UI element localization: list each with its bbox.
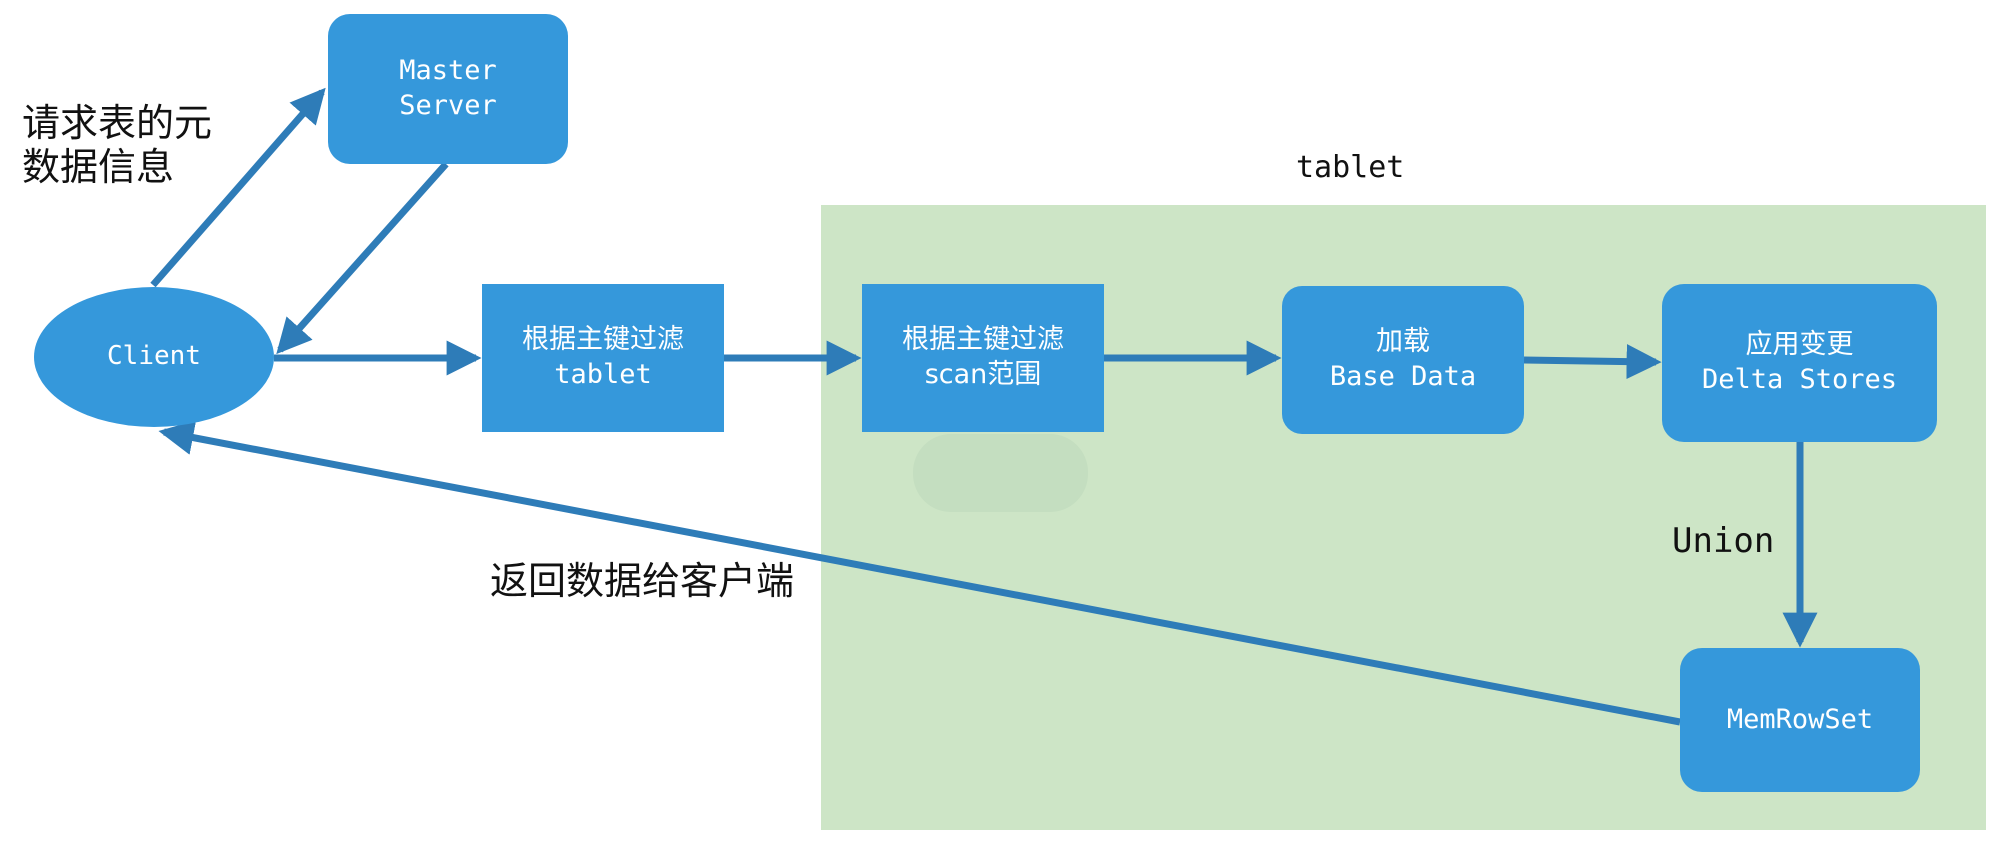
tablet-region-label: tablet <box>1296 150 1405 185</box>
load-label-line2: Base Data <box>1329 361 1477 392</box>
request-metadata-label-line1: 请求表的元 <box>22 101 213 145</box>
master-server-label-line1: Master <box>399 55 497 87</box>
edge-client-to-master <box>150 87 326 288</box>
filter-tablet-node: 根据主键过滤 tablet <box>482 284 724 432</box>
memrowset-node: MemRowSet <box>1680 648 1920 792</box>
union-label: Union <box>1672 521 1775 561</box>
master-server-label-line2: Server <box>399 90 497 121</box>
memrowset-label: MemRowSet <box>1726 703 1874 735</box>
filter-scan-node: 根据主键过滤 scan范围 <box>862 284 1104 432</box>
apply-delta-stores-node: 应用变更 Delta Stores <box>1662 284 1937 442</box>
filter-scan-label-line2: scan范围 <box>924 359 1042 390</box>
load-base-data-node: 加载 Base Data <box>1282 286 1524 434</box>
faint-background-shape <box>913 434 1088 512</box>
client-node: Client <box>34 287 274 427</box>
edge-memrowset-to-client <box>158 420 1681 726</box>
filter-tablet-label-line2: tablet <box>554 359 652 390</box>
request-metadata-label-line2: 数据信息 <box>22 144 175 189</box>
apply-label-line1: 应用变更 <box>1745 329 1854 361</box>
load-label-line1: 加载 <box>1376 326 1430 358</box>
master-server-node: Master Server <box>328 14 568 164</box>
edge-load-to-apply <box>1523 344 1662 380</box>
filter-tablet-label-line1: 根据主键过滤 <box>522 324 684 356</box>
return-data-label: 返回数据给客户端 <box>490 559 795 603</box>
filter-scan-label-line1: 根据主键过滤 <box>902 324 1064 356</box>
client-label: Client <box>107 341 201 372</box>
request-metadata-label: 请求表的元 数据信息 <box>22 101 213 189</box>
edge-master-to-client <box>276 161 449 355</box>
apply-label-line2: Delta Stores <box>1701 364 1898 395</box>
